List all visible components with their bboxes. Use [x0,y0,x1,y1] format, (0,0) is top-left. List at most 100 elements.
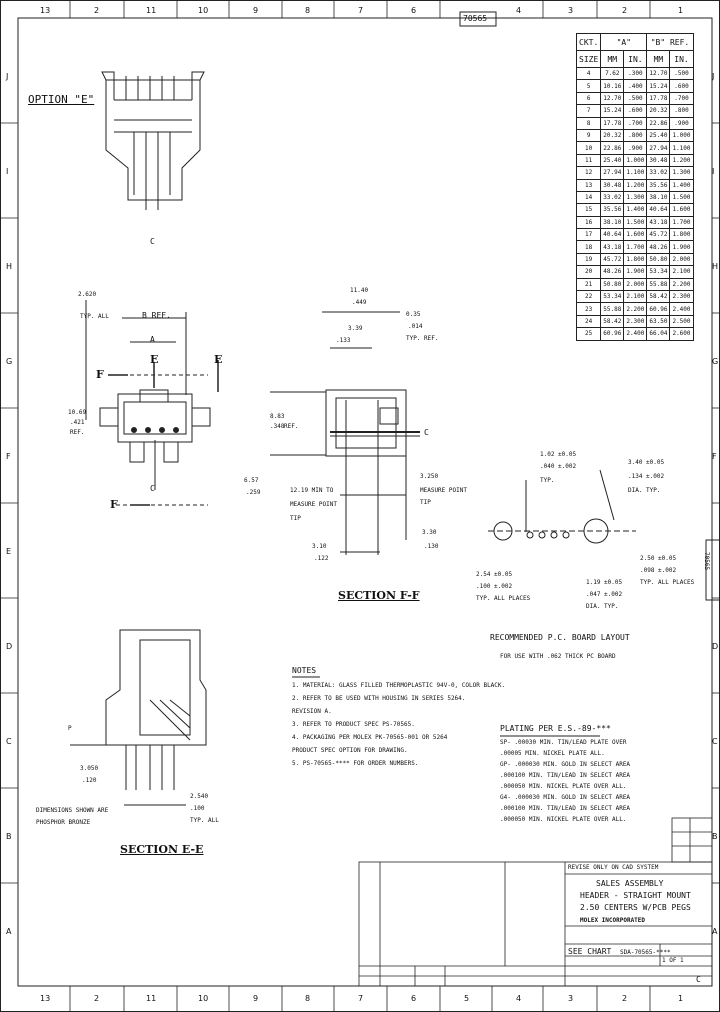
ee-note-1: DIMENSIONS SHOWN ARE [36,807,109,814]
table-cell: .700 [623,116,648,130]
c-label-front: C [150,484,155,493]
zone-left-H: H [6,262,13,271]
note-6: PRODUCT SPEC OPTION FOR DRAWING. [292,747,408,754]
table-cell: 19 [575,252,602,267]
table-cell: 63.50 [646,314,671,329]
plating-7: .000100 MIN. TIN/LEAD IN SELECT AREA [500,805,631,812]
zone-top-11: 11 [146,6,157,15]
table-cell: 55.88 [600,302,625,316]
pcb-subtitle: FOR USE WITH .062 THICK PC BOARD [500,653,616,660]
table-cell: 53.34 [600,290,625,304]
zone-right-A: A [712,927,718,936]
ee-dim-1: 3.050 [80,765,99,772]
plating-1: SP- .00030 MIN. TIN/LEAD PLATE OVER [500,739,627,746]
table-cell: 7 [575,104,602,118]
ee-dim-2c: TYP. ALL [190,817,219,824]
zone-bot-2: 2 [94,994,100,1003]
ee-dim-1b: .120 [82,777,97,784]
section-ee-label: SECTION E-E [120,843,204,856]
zone-left-D: D [6,642,13,651]
option-c-label: C [150,237,155,246]
table-cell: 2.600 [669,327,694,341]
zone-bot-11: 11 [146,994,157,1003]
table-cell: 12 [575,166,602,180]
pcb-dim-1: 1.02 ±0.05 [540,451,577,458]
table-cell: 2.200 [623,302,648,316]
zone-top-8: 8 [305,6,311,15]
zone-right-B: B [712,832,718,841]
plating-block: PLATING PER E.S.-89-*** SP- .00030 MIN. … [500,724,630,825]
see-chart: SEE CHART [568,947,612,956]
table-cell: 11 [575,153,602,168]
table-cell: 27.94 [646,141,671,155]
zone-right-G: G [712,357,719,366]
zone-top-2b: 2 [622,6,628,15]
table-cell: 5 [575,79,602,93]
th-b-in: IN. [669,50,694,68]
pcb-dim-4c: TYP. ALL PLACES [476,595,531,602]
zone-top-13: 13 [40,6,51,15]
table-cell: 22.86 [646,116,671,130]
doc-number-side: 70565 [703,552,710,571]
table-cell: 23 [575,302,602,316]
table-cell: 14 [575,190,602,205]
table-cell: 17.78 [600,116,625,130]
pcb-dim-3b: .098 ±.002 [640,567,677,574]
zone-bot-3: 3 [568,994,574,1003]
table-cell: 40.64 [646,203,671,217]
table-cell: 1.400 [623,203,648,217]
zone-bot-2b: 2 [622,994,628,1003]
dim-310: 3.10 [312,543,327,550]
option-e-view [101,71,205,210]
table-cell: .500 [623,91,648,106]
plating-3: GP- .000030 MIN. GOLD IN SELECT AREA [500,761,631,768]
plating-4: .000100 MIN. TIN/LEAD IN SELECT AREA [500,772,631,779]
table-cell: 27.94 [600,166,625,180]
table-cell: 43.18 [600,240,625,254]
a-label: A [150,335,155,344]
table-cell: 22 [575,290,602,304]
table-cell: 24 [575,314,602,329]
table-cell: 20.32 [646,104,671,118]
e-label-top: E [150,353,159,366]
dim-122: .122 [314,555,329,562]
table-cell: .300 [623,66,648,81]
zone-bot-9: 9 [253,994,259,1003]
th-a-mm: MM [600,50,625,68]
table-cell: 20 [575,265,602,279]
zone-top-9: 9 [253,6,259,15]
zone-bot-10: 10 [198,994,209,1003]
table-cell: 7.62 [600,66,625,81]
zone-top-2: 2 [94,6,100,15]
f-label-top: F [96,368,104,381]
table-cell: 1.400 [669,178,694,192]
ee-dim-2: 2.540 [190,793,209,800]
table-cell: 1.700 [623,240,648,254]
table-cell: 15.24 [600,104,625,118]
zone-left-C: C [6,737,12,746]
dim-348: .348 [270,423,285,430]
note-3: REVISION A. [292,708,332,715]
pcb-dim-2b: .134 ±.002 [628,473,665,480]
table-cell: 1.900 [669,240,694,254]
e-label-right: E [214,353,223,366]
table-cell: .700 [669,91,694,106]
zone-right-C: C [712,737,718,746]
zone-bot-6: 6 [411,994,417,1003]
measure-tip: MEASURE POINT [420,487,467,494]
option-e-label: OPTION "E" [28,93,95,106]
dim-035: 0.35 [406,311,421,318]
pcb-dim-5b: .047 ±.002 [586,591,623,598]
table-cell: 60.96 [646,302,671,316]
